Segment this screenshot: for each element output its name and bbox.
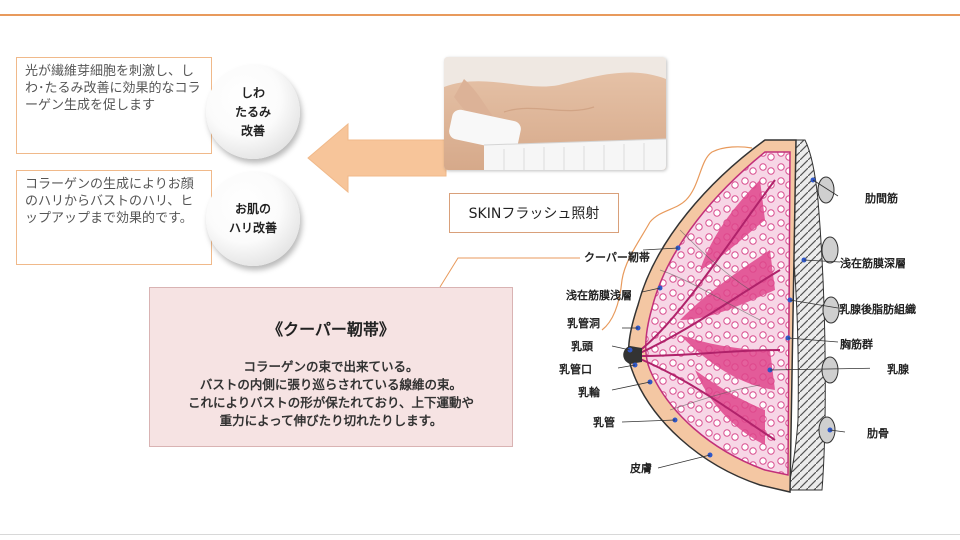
effect-description-wrinkle: 光が繊維芽細胞を刺激し、しわ･たるみ改善に効果的なコラーゲン生成を促します [16,57,212,154]
effect-badge-wrinkle: しわ たるみ 改善 [206,65,300,159]
label-pectoral-muscles: 胸筋群 [840,338,873,351]
cooper-ligament-box: 《クーパー靭帯》 コラーゲンの束で出来ている。 バストの内側に張り巡らされている… [149,287,513,447]
effect-description-firmness: コラーゲンの生成によりお顔のハリからバストのハリ、ヒップアップまで効果的です。 [16,170,212,265]
cooper-body-line: バストの内側に張り巡らされている線維の束。 [199,377,463,392]
label-superficial-fascia-deep: 浅在筋膜深層 [840,257,906,270]
label-mammary-gland: 乳腺 [887,363,909,376]
label-rib: 肋骨 [867,427,889,440]
cooper-title: 《クーパー靭帯》 [267,320,395,339]
cooper-body-line: コラーゲンの束で出来ている。 [243,359,419,374]
label-lactiferous-sinus: 乳管洞 [567,317,600,330]
label-cooper-ligament: クーパー靭帯 [584,251,650,264]
photo-caption: SKINフラッシュ照射 [449,193,619,233]
label-nipple: 乳頭 [571,340,593,353]
badge-line: たるみ [234,104,271,119]
cooper-body: コラーゲンの束で出来ている。 バストの内側に張り巡らされている線維の束。 これに… [150,358,512,430]
treatment-photo [444,57,666,170]
header-divider [0,14,960,16]
label-intercostal-muscle: 肋間筋 [865,192,898,205]
breast-anatomy-diagram [611,139,870,493]
label-superficial-fascia-shallow: 浅在筋膜浅層 [566,289,632,302]
effect-badge-firmness: お肌の ハリ改善 [206,172,300,266]
label-retromammary-fat: 乳腺後脂肪組織 [839,303,916,316]
badge-line: 改善 [240,123,265,138]
label-areola: 乳輪 [578,386,600,399]
badge-line: ハリ改善 [228,221,277,235]
cooper-body-line: 重力によって伸びたり切れたりします。 [219,413,443,428]
label-lactiferous-duct: 乳管 [593,416,615,429]
label-duct-opening: 乳管口 [559,363,592,376]
badge-line: お肌の [234,202,271,216]
footer-divider [0,534,960,535]
label-skin: 皮膚 [630,462,652,475]
badge-line: しわ [240,85,265,100]
cooper-body-line: これによりバストの形が保たれており、上下運動や [187,395,474,410]
